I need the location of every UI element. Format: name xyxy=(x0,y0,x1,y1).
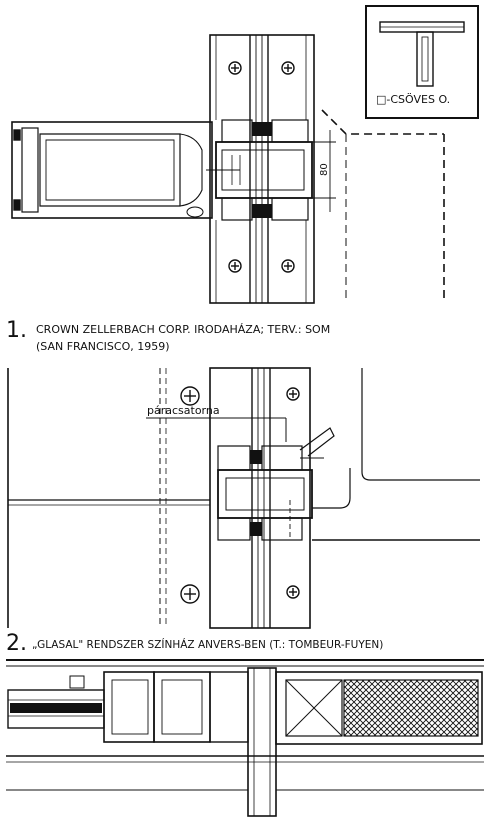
dimension-label: 80 xyxy=(319,163,330,176)
figure-3-section xyxy=(6,659,484,817)
screw-icon xyxy=(281,259,295,273)
screw-icon xyxy=(281,61,295,75)
callout-label: páracsatorna xyxy=(147,404,220,417)
screw-icon xyxy=(180,584,200,604)
inset-label: □-CSÖVES O. xyxy=(376,93,450,106)
screw-icon xyxy=(228,61,242,75)
screw-icon xyxy=(180,386,200,406)
figure-1-section: 80 xyxy=(11,34,445,304)
inset-box: □-CSÖVES O. xyxy=(365,5,479,119)
figure-1-number: 1. xyxy=(6,318,27,343)
screw-icon xyxy=(286,387,300,401)
screw-icon xyxy=(286,585,300,599)
figure-2-section: páracsatorna xyxy=(7,367,480,629)
screw-icon xyxy=(228,259,242,273)
figure-2-number: 2. xyxy=(6,631,27,656)
figure-1-caption-line1: CROWN ZELLERBACH CORP. IRODAHÁZA; TERV.:… xyxy=(36,323,330,336)
figure-2-caption: „GLASAL" RENDSZER SZÍNHÁZ ANVERS-BEN (T.… xyxy=(32,638,383,651)
figure-1-caption-line2: (SAN FRANCISCO, 1959) xyxy=(36,340,170,353)
